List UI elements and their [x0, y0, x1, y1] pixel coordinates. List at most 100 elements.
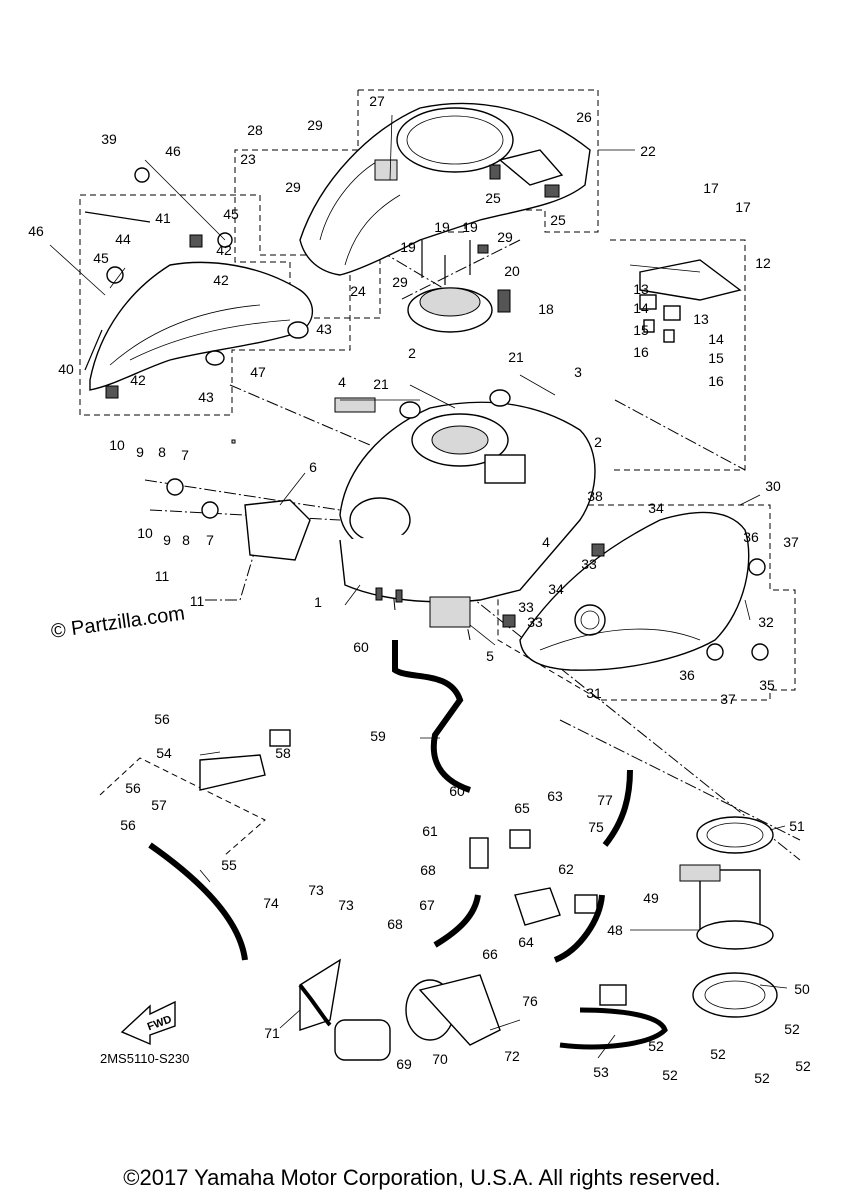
- callout-label: 58: [275, 745, 291, 761]
- leader-lines: [49, 114, 788, 1059]
- hoses: [148, 640, 668, 1050]
- callout-label: 7: [206, 532, 214, 548]
- callout-label: 33: [581, 556, 597, 572]
- callout-label: 29: [392, 274, 408, 290]
- callout-label: 21: [373, 376, 389, 392]
- callout-label: 45: [223, 206, 239, 222]
- callout-label: 71: [264, 1025, 280, 1041]
- callout-label: 47: [250, 364, 266, 380]
- callout-label: 17: [703, 180, 719, 196]
- callout-label: 37: [720, 691, 736, 707]
- callout-label: 60: [449, 783, 465, 799]
- callout-label: 52: [662, 1067, 678, 1083]
- callout-label: 56: [120, 817, 136, 833]
- callout-label: 37: [783, 534, 799, 550]
- callout-label: 41: [155, 210, 171, 226]
- callout-label: 25: [485, 190, 501, 206]
- callout-label: 8: [158, 444, 166, 460]
- callout-label: 42: [213, 272, 229, 288]
- callout-label: 61: [422, 823, 438, 839]
- callout-label: 54: [156, 745, 172, 761]
- callout-label: 28: [247, 122, 263, 138]
- callout-label: 32: [758, 614, 774, 630]
- callout-label: 6: [309, 459, 317, 475]
- callout-label: 51: [789, 818, 805, 834]
- callout-label: 33: [527, 614, 543, 630]
- callout-label: 9: [163, 532, 171, 548]
- bolts-19: [421, 240, 489, 285]
- callout-label: 45: [93, 250, 109, 266]
- callout-label: 33: [518, 599, 534, 615]
- callout-label: 4: [338, 374, 346, 390]
- callout-label: 52: [754, 1070, 770, 1086]
- fuel-cap: [407, 287, 511, 333]
- callout-label: 42: [216, 242, 232, 258]
- callout-label: 11: [155, 568, 170, 584]
- bracket-6: [231, 439, 311, 561]
- callout-label: 2: [594, 434, 602, 450]
- callout-label: 2: [408, 345, 416, 361]
- rear-cover: [519, 511, 750, 671]
- callout-label: 46: [28, 223, 44, 239]
- callout-label: 19: [400, 239, 416, 255]
- callout-label: 56: [154, 711, 170, 727]
- callout-label: 35: [759, 677, 775, 693]
- small-parts: [166, 397, 769, 1006]
- callout-label: 16: [708, 373, 724, 389]
- callout-label: 3: [574, 364, 582, 380]
- callout-labels: 1223445677889910101111121313141415151616…: [28, 93, 811, 1086]
- fuel-tank: [339, 389, 596, 603]
- callout-label: 76: [522, 993, 538, 1009]
- callout-label: 31: [586, 685, 602, 701]
- callout-label: 25: [550, 212, 566, 228]
- callout-label: 52: [710, 1046, 726, 1062]
- copyright: ©2017 Yamaha Motor Corporation, U.S.A. A…: [123, 1165, 720, 1190]
- callout-label: 52: [784, 1021, 800, 1037]
- callout-label: 68: [420, 862, 436, 878]
- tank-top-cover: [299, 102, 591, 276]
- callout-label: 12: [755, 255, 771, 271]
- callout-label: 7: [181, 447, 189, 463]
- callout-label: 70: [432, 1051, 448, 1067]
- callout-label: 46: [165, 143, 181, 159]
- callout-label: 10: [109, 437, 125, 453]
- callout-label: 17: [735, 199, 751, 215]
- callout-label: 57: [151, 797, 167, 813]
- callout-label: 65: [514, 800, 530, 816]
- callout-label: 29: [307, 117, 323, 133]
- callout-label: 27: [369, 93, 385, 109]
- callout-label: 72: [504, 1048, 520, 1064]
- callout-label: 29: [497, 229, 513, 245]
- callout-label: 26: [576, 109, 592, 125]
- callout-label: 66: [482, 946, 498, 962]
- callout-label: 55: [221, 857, 237, 873]
- callout-label: 53: [593, 1064, 609, 1080]
- callout-label: 34: [548, 581, 564, 597]
- callout-label: 11: [190, 593, 205, 609]
- diagram-code: 2MS5110-S230: [100, 1051, 189, 1066]
- callout-label: 52: [648, 1038, 664, 1054]
- callout-label: 56: [125, 780, 141, 796]
- callout-label: 48: [607, 922, 623, 938]
- callout-label: 62: [558, 861, 574, 877]
- callout-label: 73: [338, 897, 354, 913]
- callout-label: 49: [643, 890, 659, 906]
- callout-label: 75: [588, 819, 604, 835]
- callout-label: 23: [240, 151, 256, 167]
- callout-label: 16: [633, 344, 649, 360]
- side-cover: [84, 167, 314, 399]
- callout-label: 38: [587, 488, 603, 504]
- callout-label: 4: [542, 534, 550, 550]
- callout-label: 20: [504, 263, 520, 279]
- callout-label: 10: [137, 525, 153, 541]
- callout-label: 43: [198, 389, 214, 405]
- callout-label: 14: [633, 300, 649, 316]
- callout-label: 14: [708, 331, 724, 347]
- callout-label: 36: [743, 529, 759, 545]
- callout-label: 68: [387, 916, 403, 932]
- callout-label: 67: [419, 897, 435, 913]
- callout-label: 15: [633, 322, 649, 338]
- bracket: [639, 259, 742, 343]
- callout-label: 60: [353, 639, 369, 655]
